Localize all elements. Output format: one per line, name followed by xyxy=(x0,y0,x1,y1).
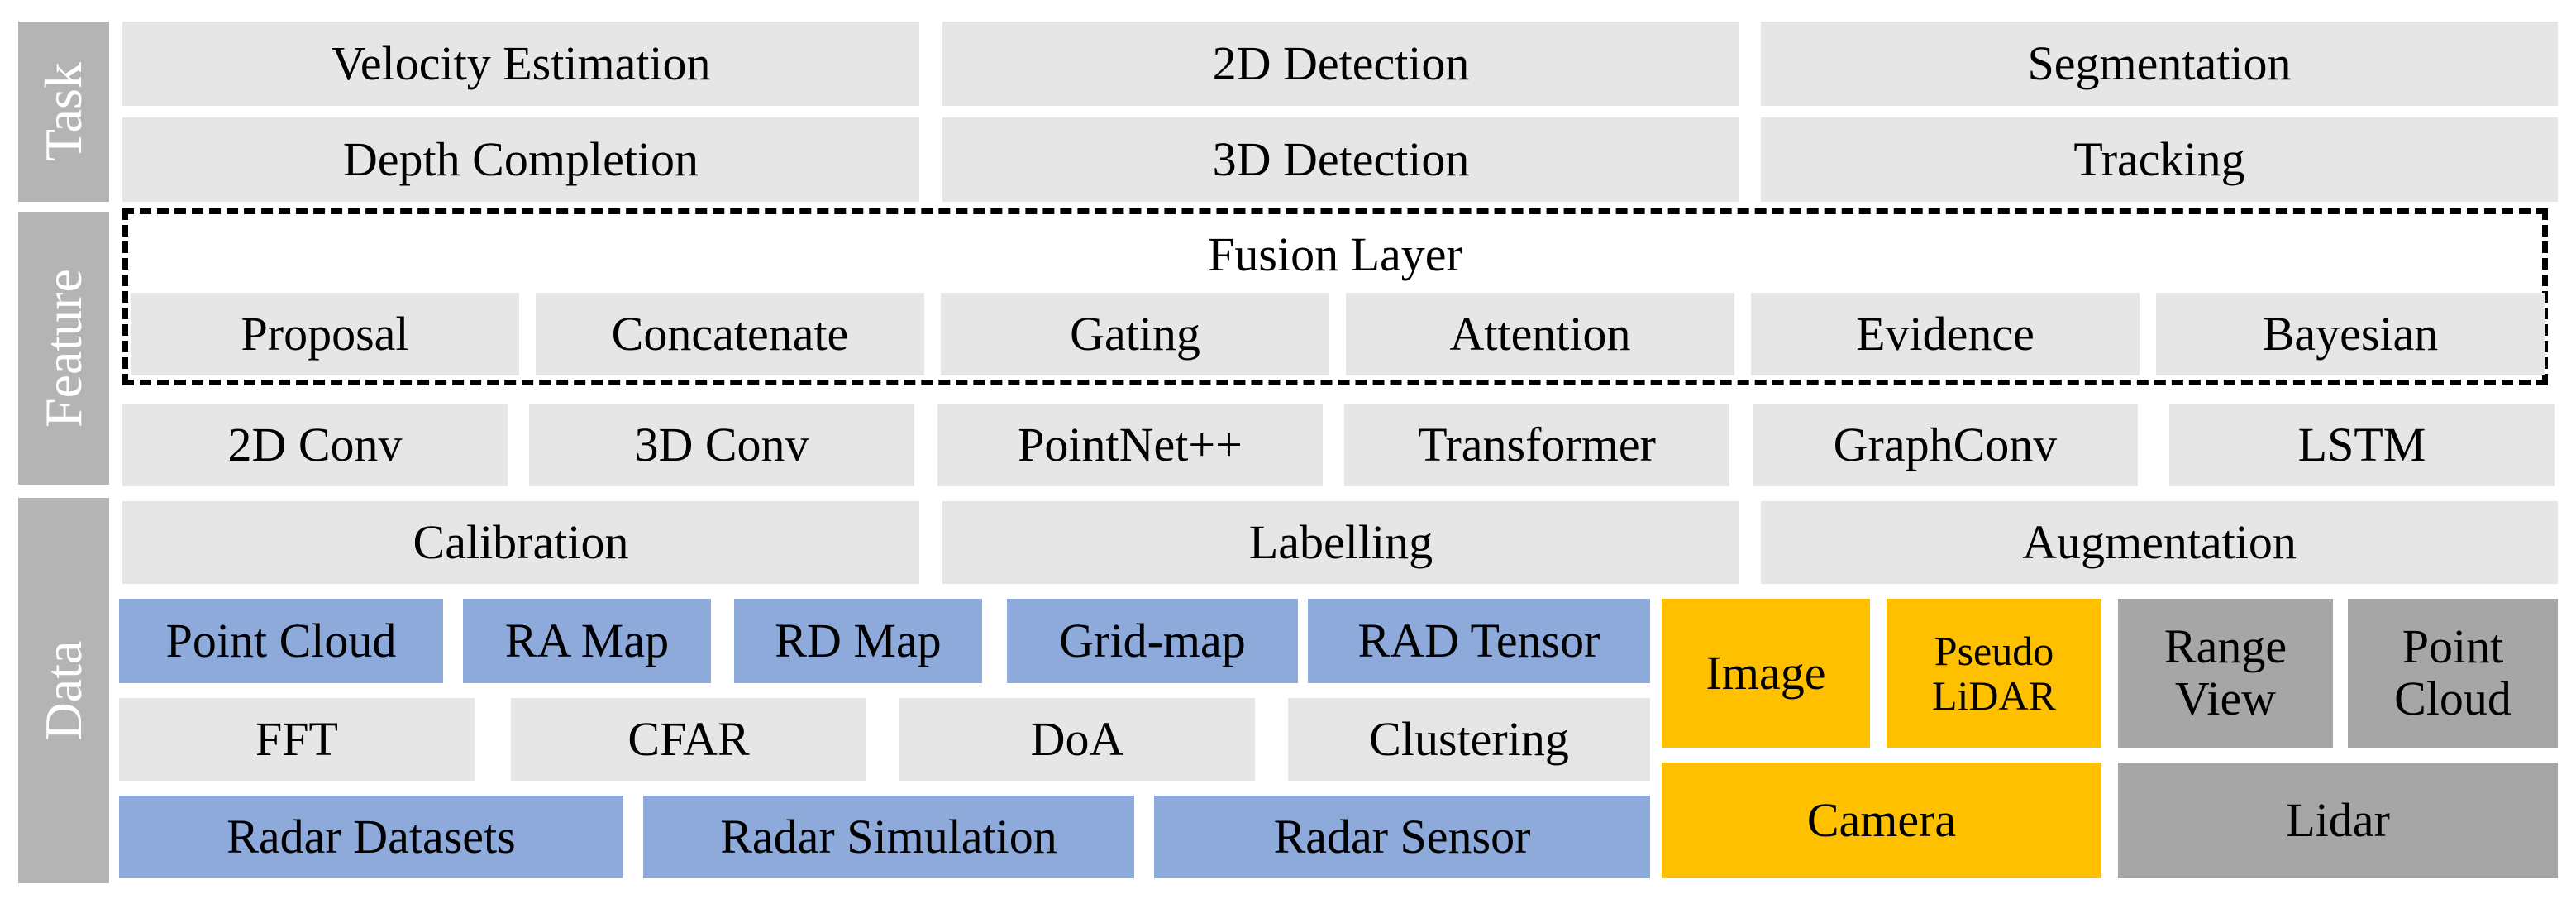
radar-point-cloud: Point Cloud xyxy=(119,599,443,683)
lidar-range-view: Range View xyxy=(2118,599,2333,748)
camera-sensor: Camera xyxy=(1662,763,2101,878)
network-transformer: Transformer xyxy=(1344,404,1729,486)
fusion-bayesian: Bayesian xyxy=(2156,293,2545,375)
task-tracking: Tracking xyxy=(1761,117,2558,202)
radar-ra-map: RA Map xyxy=(463,599,711,683)
network-lstm: LSTM xyxy=(2169,404,2555,486)
radar-sensor: Radar Sensor xyxy=(1154,796,1650,878)
data-calibration: Calibration xyxy=(122,501,919,584)
radar-grid-map: Grid-map xyxy=(1007,599,1298,683)
fusion-gating: Gating xyxy=(941,293,1329,375)
radar-fft: FFT xyxy=(119,698,475,781)
fusion-layer-frame xyxy=(122,208,2548,385)
task-depth-completion: Depth Completion xyxy=(122,117,919,202)
fusion-attention: Attention xyxy=(1346,293,1734,375)
camera-image: Image xyxy=(1662,599,1870,748)
radar-clustering: Clustering xyxy=(1288,698,1650,781)
network-graphconv: GraphConv xyxy=(1753,404,2138,486)
camera-pseudo-lidar: Pseudo LiDAR xyxy=(1887,599,2101,748)
fusion-concatenate: Concatenate xyxy=(536,293,924,375)
task-side-label: Task xyxy=(34,62,93,161)
data-augmentation: Augmentation xyxy=(1761,501,2558,584)
task-segmentation: Segmentation xyxy=(1761,22,2558,106)
fusion-proposal: Proposal xyxy=(131,293,519,375)
radar-doa: DoA xyxy=(899,698,1255,781)
radar-simulation: Radar Simulation xyxy=(643,796,1134,878)
task-2d-detection: 2D Detection xyxy=(942,22,1739,106)
data-side-label: Data xyxy=(34,640,93,741)
radar-rad-tensor: RAD Tensor xyxy=(1308,599,1650,683)
data-side-bar: Data xyxy=(18,498,109,883)
lidar-sensor: Lidar xyxy=(2118,763,2558,878)
radar-cfar: CFAR xyxy=(511,698,866,781)
network-3d-conv: 3D Conv xyxy=(529,404,914,486)
task-velocity-estimation: Velocity Estimation xyxy=(122,22,919,106)
lidar-point-cloud: Point Cloud xyxy=(2348,599,2558,748)
network-pointnet: PointNet++ xyxy=(937,404,1323,486)
task-side-bar: Task xyxy=(18,22,109,202)
task-3d-detection: 3D Detection xyxy=(942,117,1739,202)
network-2d-conv: 2D Conv xyxy=(122,404,508,486)
feature-side-label: Feature xyxy=(34,269,93,428)
feature-side-bar: Feature xyxy=(18,212,109,485)
data-labelling: Labelling xyxy=(942,501,1739,584)
radar-rd-map: RD Map xyxy=(734,599,982,683)
fusion-evidence: Evidence xyxy=(1751,293,2140,375)
radar-datasets: Radar Datasets xyxy=(119,796,623,878)
fusion-layer-title: Fusion Layer xyxy=(1208,227,1462,281)
